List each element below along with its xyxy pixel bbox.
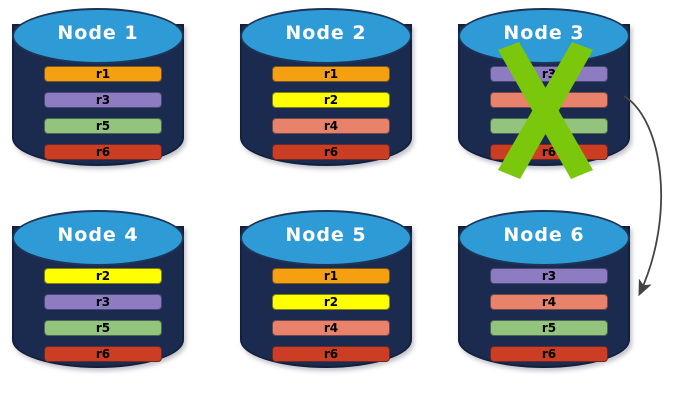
replica-list-1: r1 r3 r5 r6 [44, 66, 162, 160]
replica-list-5: r1 r2 r4 r6 [272, 268, 390, 362]
replica-bar-r6[interactable]: r6 [44, 346, 162, 362]
cylinder-top-ellipse-4 [12, 210, 184, 266]
replica-bar-r2[interactable]: r2 [272, 294, 390, 310]
replica-bar-r3[interactable]: r3 [490, 66, 608, 82]
replica-list-4: r2 r3 r5 r6 [44, 268, 162, 362]
cylinder-top-ellipse-1 [12, 8, 184, 64]
replica-bar-r4[interactable]: r4 [490, 294, 608, 310]
replica-bar-r5[interactable]: r5 [490, 118, 608, 134]
replica-bar-r4[interactable]: r4 [272, 320, 390, 336]
replica-list-6: r3 r4 r5 r6 [490, 268, 608, 362]
replica-bar-r5[interactable]: r5 [490, 320, 608, 336]
replica-bar-r5[interactable]: r5 [44, 118, 162, 134]
replica-bar-r3[interactable]: r3 [44, 92, 162, 108]
replica-bar-r1[interactable]: r1 [272, 268, 390, 284]
cylinder-top-ellipse-6 [458, 210, 630, 266]
replica-bar-r2[interactable]: r2 [272, 92, 390, 108]
replica-bar-r2[interactable]: r2 [44, 268, 162, 284]
replica-bar-r3[interactable]: r3 [44, 294, 162, 310]
replica-bar-r4[interactable]: r4 [490, 92, 608, 108]
replica-bar-r3[interactable]: r3 [490, 268, 608, 284]
replica-bar-r6[interactable]: r6 [272, 346, 390, 362]
replica-bar-r6[interactable]: r6 [490, 346, 608, 362]
replica-bar-r1[interactable]: r1 [44, 66, 162, 82]
cylinder-top-ellipse-2 [240, 8, 412, 64]
replica-bar-r6[interactable]: r6 [272, 144, 390, 160]
replica-list-2: r1 r2 r4 r6 [272, 66, 390, 160]
replica-bar-r5[interactable]: r5 [44, 320, 162, 336]
replica-bar-r1[interactable]: r1 [272, 66, 390, 82]
replica-bar-r6[interactable]: r6 [490, 144, 608, 160]
cylinder-top-ellipse-3 [458, 8, 630, 64]
replica-list-3: r3 r4 r5 r6 [490, 66, 608, 160]
replica-bar-r6[interactable]: r6 [44, 144, 162, 160]
replica-bar-r4[interactable]: r4 [272, 118, 390, 134]
cylinder-top-ellipse-5 [240, 210, 412, 266]
